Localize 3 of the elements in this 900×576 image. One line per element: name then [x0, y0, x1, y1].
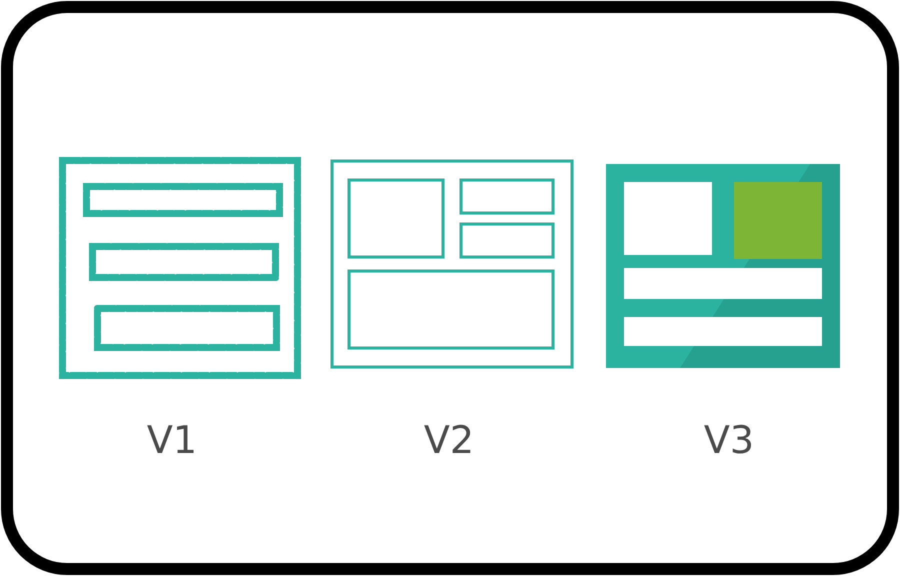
version-label: V3 [702, 421, 756, 459]
version-label: V1 [146, 421, 198, 459]
version-label: V2 [422, 421, 476, 459]
